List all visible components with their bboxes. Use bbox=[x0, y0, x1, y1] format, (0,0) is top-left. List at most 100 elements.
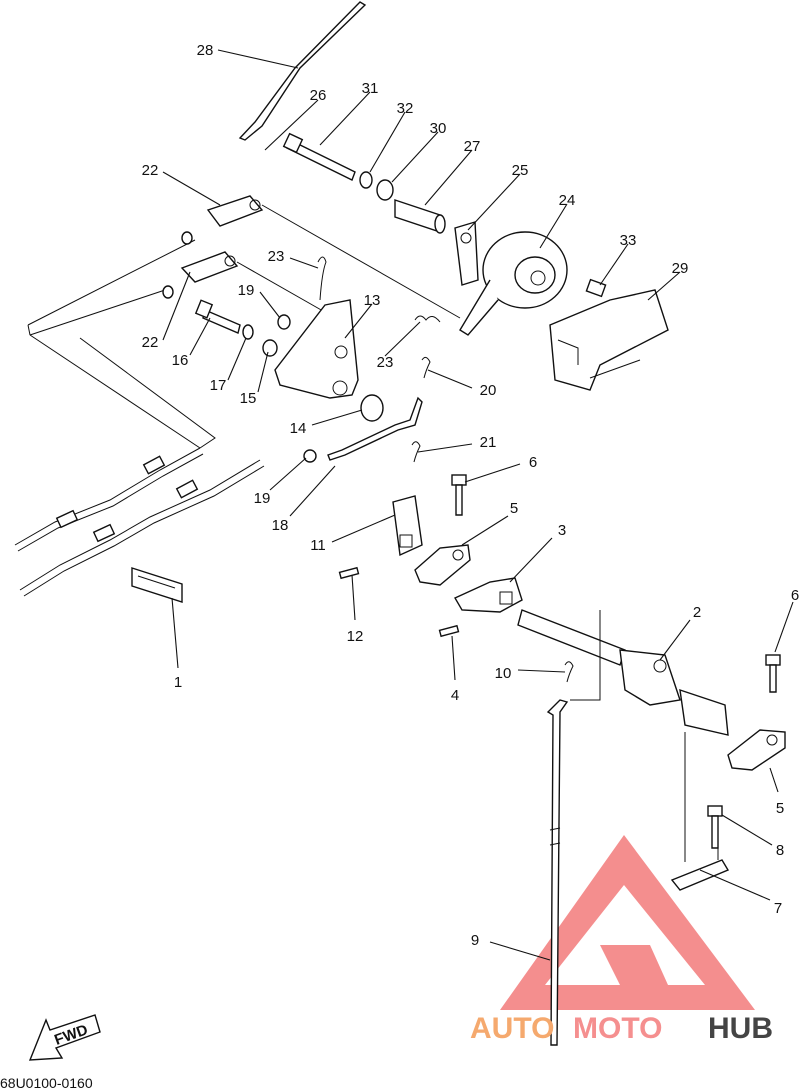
rod-9 bbox=[546, 699, 569, 1046]
callout-leader-25 bbox=[467, 173, 521, 231]
callout-label-28: 28 bbox=[197, 42, 214, 59]
lever-3 bbox=[454, 577, 523, 613]
clip-21 bbox=[411, 441, 421, 463]
callout-leader-6 bbox=[464, 463, 521, 483]
callout-label-6: 6 bbox=[791, 587, 799, 604]
callout-label-15: 15 bbox=[240, 390, 257, 407]
callout-label-5: 5 bbox=[776, 800, 784, 817]
callout-label-13: 13 bbox=[364, 292, 381, 309]
callout-label-11: 11 bbox=[310, 537, 326, 554]
callout-label-19: 19 bbox=[254, 490, 271, 507]
callout-leader-19 bbox=[259, 291, 281, 319]
shift-rod-28 bbox=[238, 1, 367, 141]
collar-14 bbox=[360, 394, 384, 422]
plate-7 bbox=[670, 859, 730, 891]
callout-label-24: 24 bbox=[559, 192, 576, 209]
callout-leader-15 bbox=[257, 351, 269, 393]
bolt-8 bbox=[707, 805, 723, 849]
bracket-29 bbox=[549, 278, 669, 391]
callout-leader-23 bbox=[384, 321, 421, 357]
callout-leader-24 bbox=[539, 203, 568, 249]
callout-label-8: 8 bbox=[776, 842, 784, 859]
callout-leader-12 bbox=[351, 574, 356, 621]
fwd-arrow: FWD bbox=[28, 1014, 101, 1061]
callout-label-31: 31 bbox=[362, 80, 379, 97]
callout-leader-27 bbox=[424, 149, 473, 206]
callout-leader-33 bbox=[599, 243, 629, 286]
callout-label-19: 19 bbox=[238, 282, 255, 299]
callout-label-22: 22 bbox=[142, 162, 159, 179]
rod-18 bbox=[327, 396, 423, 461]
callout-leader-2 bbox=[659, 619, 691, 661]
label-plate-1 bbox=[131, 567, 183, 603]
bolt-6-upper bbox=[451, 474, 467, 516]
clamp-5-upper bbox=[414, 544, 471, 586]
clip-20 bbox=[421, 356, 431, 379]
callout-leader-6 bbox=[774, 601, 794, 653]
control-cables bbox=[14, 239, 265, 597]
callout-leader-8 bbox=[721, 814, 773, 846]
bolt-6-right bbox=[765, 654, 781, 693]
callout-leader-20 bbox=[427, 369, 473, 389]
callout-label-23: 23 bbox=[377, 354, 394, 371]
callout-label-32: 32 bbox=[397, 100, 414, 117]
pin-4 bbox=[438, 624, 460, 638]
bolt-16 bbox=[194, 299, 291, 357]
lever-11 bbox=[392, 495, 423, 557]
callout-label-21: 21 bbox=[480, 434, 497, 451]
callout-label-12: 12 bbox=[347, 628, 364, 645]
callout-leader-5 bbox=[769, 767, 779, 793]
callout-leader-19 bbox=[269, 457, 307, 491]
callout-leader-29 bbox=[647, 271, 681, 301]
callout-label-25: 25 bbox=[512, 162, 529, 179]
watermark-word-3: HUB bbox=[708, 1012, 773, 1045]
callout-label-4: 4 bbox=[451, 687, 459, 704]
callout-label-2: 2 bbox=[693, 604, 701, 621]
callout-leaders bbox=[162, 49, 794, 961]
callout-leader-23 bbox=[289, 257, 319, 269]
callout-label-18: 18 bbox=[272, 517, 289, 534]
callout-label-5: 5 bbox=[510, 500, 518, 517]
link-ends-22 bbox=[162, 195, 264, 299]
callout-leader-26 bbox=[264, 99, 319, 151]
callout-leader-21 bbox=[417, 443, 473, 453]
callout-leader-5 bbox=[461, 515, 509, 546]
callout-label-26: 26 bbox=[310, 87, 327, 104]
watermark-text: AUTO MOTO HUB bbox=[470, 1012, 773, 1045]
pin-12 bbox=[338, 566, 360, 580]
callout-label-14: 14 bbox=[290, 420, 307, 437]
callout-leader-7 bbox=[699, 869, 771, 901]
callout-leader-32 bbox=[369, 111, 406, 173]
callout-leader-10 bbox=[517, 669, 566, 673]
callout-leader-11 bbox=[331, 514, 396, 543]
callout-label-30: 30 bbox=[430, 120, 447, 137]
callout-label-29: 29 bbox=[672, 260, 689, 277]
callout-label-27: 27 bbox=[464, 138, 481, 155]
callout-leader-14 bbox=[311, 409, 363, 426]
callout-label-20: 20 bbox=[480, 382, 497, 399]
clip-23b bbox=[414, 315, 441, 323]
callout-label-7: 7 bbox=[774, 900, 782, 917]
callout-leader-28 bbox=[217, 49, 299, 69]
callout-label-3: 3 bbox=[558, 522, 566, 539]
callout-label-10: 10 bbox=[495, 665, 512, 682]
fwd-label: FWD bbox=[52, 1021, 90, 1049]
callout-label-1: 1 bbox=[174, 674, 182, 691]
callout-label-16: 16 bbox=[172, 352, 189, 369]
clip-23a bbox=[317, 256, 327, 301]
callout-leader-30 bbox=[391, 131, 439, 183]
callout-leader-13 bbox=[344, 303, 373, 339]
callout-label-17: 17 bbox=[210, 377, 227, 394]
watermark-word-1: AUTO bbox=[470, 1012, 554, 1045]
callout-label-22: 22 bbox=[142, 334, 159, 351]
callout-label-9: 9 bbox=[471, 932, 479, 949]
bolt-assembly-31 bbox=[282, 132, 446, 234]
callout-leader-22 bbox=[162, 171, 221, 206]
shaft-2 bbox=[517, 609, 729, 736]
callout-leader-31 bbox=[319, 91, 371, 146]
watermark-logo bbox=[500, 835, 755, 1010]
callout-leader-16 bbox=[189, 317, 211, 356]
lever-13 bbox=[274, 299, 359, 399]
